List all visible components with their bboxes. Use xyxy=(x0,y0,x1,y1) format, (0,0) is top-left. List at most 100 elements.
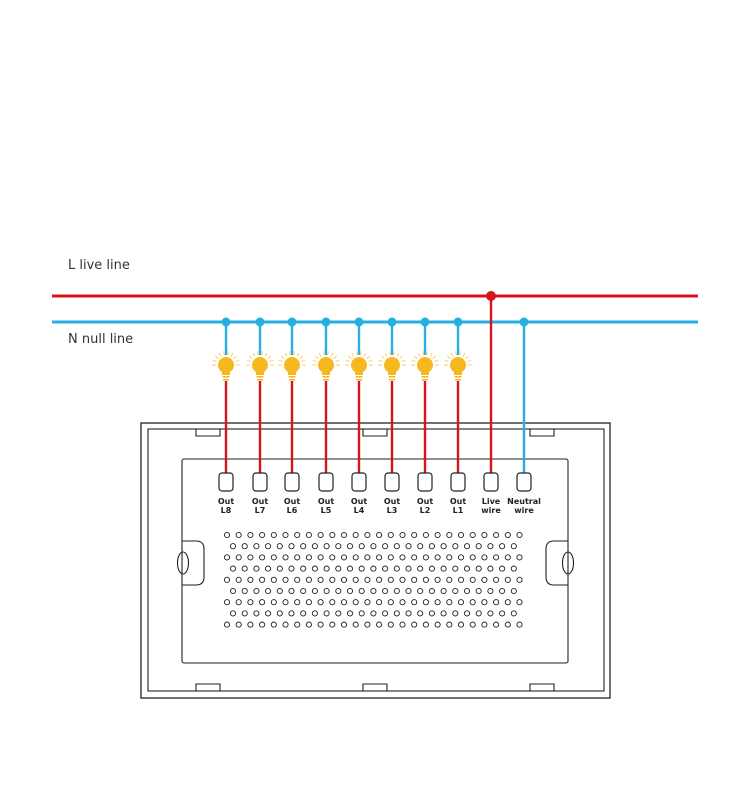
bulb-ray xyxy=(432,355,437,359)
vent-hole xyxy=(510,587,517,595)
light-bulb-icon xyxy=(312,351,340,381)
vent-hole xyxy=(516,599,523,606)
bulb-ray xyxy=(289,351,291,356)
neutral-junction-dot xyxy=(354,317,364,327)
vent-hole xyxy=(417,587,424,595)
bulb-neck xyxy=(256,372,264,375)
bulb-ray xyxy=(356,351,358,356)
vent-hole xyxy=(499,543,506,550)
vent-hole xyxy=(399,554,406,561)
bulb-base-ring xyxy=(322,376,330,378)
vent-hole xyxy=(446,531,453,539)
bulb-glass xyxy=(450,357,466,373)
vent-hole xyxy=(411,599,418,606)
vent-hole xyxy=(340,576,348,583)
vent-hole xyxy=(282,599,289,606)
vent-hole xyxy=(364,554,371,561)
vent-hole xyxy=(311,543,318,550)
bulb-ray xyxy=(366,355,371,359)
terminal-label-bottom: L5 xyxy=(321,506,332,515)
vent-hole xyxy=(428,565,435,572)
bulb-ray xyxy=(252,352,256,357)
terminal-label-top: Out xyxy=(384,497,400,506)
vent-hole xyxy=(288,565,295,572)
vent-hole xyxy=(411,554,418,561)
bulb-ray xyxy=(223,351,225,356)
vent-hole xyxy=(300,565,307,572)
vent-hole xyxy=(487,610,494,617)
vent-hole xyxy=(452,610,459,617)
bulb-ray xyxy=(429,352,433,357)
bulb-base-ring xyxy=(422,379,428,381)
vent-hole xyxy=(499,587,506,595)
vent-hole xyxy=(223,576,231,583)
terminal-block xyxy=(384,472,400,492)
vent-hole xyxy=(422,554,429,561)
terminal-label-bottom: L6 xyxy=(287,506,298,515)
bulb-ray xyxy=(284,352,288,357)
vent-hole xyxy=(235,576,242,583)
vent-hole xyxy=(364,599,371,606)
vent-hole xyxy=(305,531,312,539)
vent-hole xyxy=(247,599,254,606)
bulb-ray xyxy=(293,351,295,356)
bulb-neck xyxy=(288,372,296,375)
terminal-label-bottom: L7 xyxy=(255,506,266,515)
vent-hole xyxy=(276,543,283,550)
vent-hole xyxy=(487,565,494,572)
vent-hole xyxy=(382,565,389,572)
terminal-label-top: Out xyxy=(218,497,234,506)
vent-hole xyxy=(340,599,348,606)
vent-hole xyxy=(405,587,412,595)
vent-hole xyxy=(446,576,453,583)
vent-hole xyxy=(440,565,447,572)
vent-hole xyxy=(434,531,441,539)
vent-hole xyxy=(510,543,517,550)
bulb-glass xyxy=(284,357,300,373)
terminal-block xyxy=(516,472,532,492)
vent-hole xyxy=(469,576,476,583)
vent-hole xyxy=(504,621,511,628)
vent-hole xyxy=(411,621,418,628)
vent-hole xyxy=(253,543,260,550)
vent-hole xyxy=(364,576,371,583)
bulb-ray xyxy=(235,359,240,363)
terminal-label-bottom: L2 xyxy=(420,506,431,515)
bulb-ray xyxy=(434,359,439,363)
vent-hole xyxy=(340,531,348,539)
terminal-label-top: Out xyxy=(318,497,334,506)
vent-hole xyxy=(399,599,406,606)
vent-hole xyxy=(387,621,394,628)
vent-hole xyxy=(235,621,242,628)
vent-hole xyxy=(335,565,342,572)
vent-hole xyxy=(288,543,295,550)
bulb-neck xyxy=(322,372,330,375)
vent-hole xyxy=(457,554,465,561)
bulb-ray xyxy=(248,355,253,359)
switch-housing xyxy=(140,422,611,699)
vent-hole xyxy=(241,565,248,572)
bulb-ray xyxy=(351,352,355,357)
vent-hole xyxy=(463,610,471,617)
bulb-ray xyxy=(426,351,428,356)
vent-hole xyxy=(510,610,517,617)
vent-hole xyxy=(323,587,330,595)
neutral-junction-dot xyxy=(453,317,463,327)
neutral-junction-dot xyxy=(420,317,430,327)
bulb-ray xyxy=(380,355,385,359)
vent-hole xyxy=(335,587,342,595)
vent-hole xyxy=(469,599,476,606)
neutral-junction-dot xyxy=(519,317,529,327)
vent-hole xyxy=(387,599,394,606)
vent-hole xyxy=(229,565,237,572)
bulb-base-ring xyxy=(455,379,461,381)
vent-hole xyxy=(270,554,277,561)
vent-hole xyxy=(487,587,494,595)
bulb-ray xyxy=(411,359,416,363)
vent-hole xyxy=(516,531,523,539)
vent-hole xyxy=(270,599,277,606)
bulb-ray xyxy=(462,352,466,357)
neutral-junction-dot xyxy=(287,317,297,327)
terminal-block xyxy=(483,472,499,492)
vent-hole xyxy=(452,565,459,572)
